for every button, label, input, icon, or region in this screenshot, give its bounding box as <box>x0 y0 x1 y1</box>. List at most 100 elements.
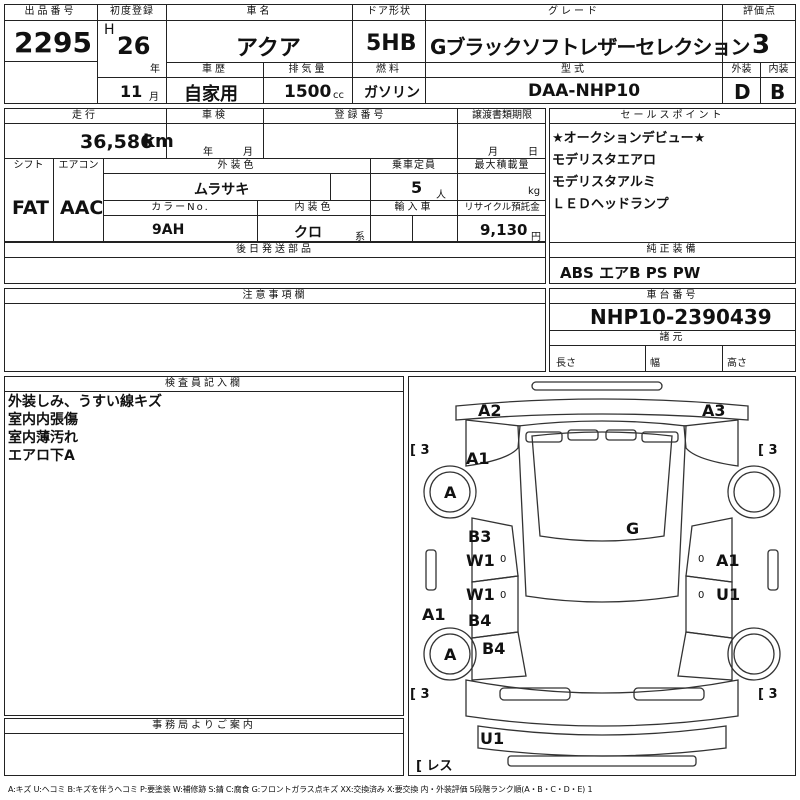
legend: A:キズ U:ヘコミ B:キズを伴うヘコミ P:要塗装 W:補修跡 S:錆 C:… <box>8 785 593 794</box>
mark-left-front-door-top: B3 <box>468 527 491 546</box>
inspector-note-2: 室内内張傷 <box>8 412 78 428</box>
tire-front-right: [ 3 <box>758 443 778 458</box>
capacity-label: 乗車定員 <box>392 160 436 171</box>
shift: FAT <box>12 197 49 219</box>
interior-score: B <box>770 80 786 104</box>
mark-rear-left-wheel: A <box>444 645 457 664</box>
sales-point-4: ＬＥＤヘッドランプ <box>552 197 669 212</box>
score-label: 評価点 <box>743 6 776 17</box>
mark-rear-bumper: U1 <box>480 729 504 748</box>
max-load-label: 最大積載量 <box>474 160 530 171</box>
door-type: 5HB <box>366 31 417 56</box>
model-code: DAA-NHP10 <box>528 81 641 101</box>
recycle: 9,130 <box>480 221 528 239</box>
inspector-note-4: エアロ下A <box>8 448 75 464</box>
spec-height-label: 高さ <box>727 358 747 369</box>
condition-diagram <box>408 376 796 776</box>
displacement: 1500 <box>284 82 332 102</box>
spec-length-label: 長さ <box>556 358 576 369</box>
shift-label: シフト <box>13 160 44 171</box>
door-label: ドア形状 <box>367 6 411 17</box>
spec-width-label: 幅 <box>650 358 660 369</box>
exterior-label: 外装 <box>731 64 752 75</box>
interior-label: 内装 <box>768 64 789 75</box>
sales-point-3: モデリスタアルミ <box>552 175 656 190</box>
door-zero-4: 0 <box>698 590 704 601</box>
mark-right-rear-door: U1 <box>716 585 740 604</box>
inspector-box <box>4 376 404 716</box>
reg-no-label: 登録番号 <box>334 110 387 121</box>
chassis-label: 車台番号 <box>646 290 699 301</box>
door-zero-3: 0 <box>698 554 704 565</box>
mark-left-rear-door-top: W1 <box>466 585 495 604</box>
mark-front-left-fender: A1 <box>466 449 490 468</box>
transfer-month-unit: 月 <box>488 147 498 158</box>
interior-color-unit: 系 <box>355 232 365 243</box>
history-label: 車歴 <box>202 64 228 75</box>
transfer-label: 譲渡書類期限 <box>472 110 532 121</box>
displacement-unit: cc <box>333 90 344 101</box>
sales-points-label: セールスポイント <box>620 110 725 121</box>
displacement-label: 排気量 <box>288 64 328 75</box>
mark-front-right-corner: A3 <box>702 401 726 420</box>
inspector-note-3: 室内薄汚れ <box>8 430 78 446</box>
first-reg-era: H <box>104 22 115 38</box>
car-name: アクア <box>236 36 301 61</box>
sales-point-1: ★オークションデビュー★ <box>552 131 706 146</box>
tire-rear-right: [ 3 <box>758 687 778 702</box>
mark-rear-left-fender: B4 <box>482 639 505 658</box>
first-reg-month: 11 <box>120 82 143 101</box>
equipment: ABS エアB PS PW <box>560 264 701 282</box>
inspection-label: 車検 <box>202 110 228 121</box>
first-reg-month-unit: 月 <box>149 92 159 103</box>
mileage: 36,586 <box>80 131 154 153</box>
inspection-month-unit: 月 <box>243 147 253 158</box>
tire-front-left: [ 3 <box>410 443 430 458</box>
office-label: 事務局よりご案内 <box>152 720 256 731</box>
color-no-label: カラーNo. <box>151 202 210 213</box>
first-reg-year: 26 <box>117 32 151 60</box>
capacity-unit: 人 <box>436 190 446 201</box>
tire-rear-left: [ 3 <box>410 687 430 702</box>
mark-left-rear-door-bottom: B4 <box>468 611 491 630</box>
recycle-unit: 円 <box>531 232 541 243</box>
color: ムラサキ <box>194 182 250 198</box>
door-zero-2: 0 <box>500 590 506 601</box>
color-no: 9AH <box>152 222 185 238</box>
later-parts <box>4 242 546 284</box>
mileage-label: 走行 <box>72 110 98 121</box>
inspection-year-unit: 年 <box>203 147 213 158</box>
notes-label: 注意事項欄 <box>242 290 308 301</box>
mark-front-left-corner: A2 <box>478 401 502 420</box>
aircon: AAC <box>60 197 104 219</box>
exterior-score: D <box>734 80 751 104</box>
mark-right-front-door: A1 <box>716 551 740 570</box>
aircon-label: エアコン <box>58 160 99 171</box>
mid-block <box>4 108 546 242</box>
later-parts-label: 後日発送部品 <box>236 244 314 255</box>
capacity: 5 <box>411 178 423 197</box>
mileage-unit: km <box>143 131 174 152</box>
sales-points <box>549 108 796 284</box>
color-label: 外装色 <box>217 160 257 171</box>
car-diagram-svg: A2 A3 A1 A G B3 W1 W1 B4 A1 A B4 A1 U1 U… <box>410 381 781 774</box>
office-box <box>4 718 404 776</box>
notes-box <box>4 288 546 372</box>
max-load-unit: kg <box>528 186 541 197</box>
fuel: ガソリン <box>364 85 420 101</box>
lot-label: 出品番号 <box>24 6 77 17</box>
interior-color-label: 内装色 <box>294 202 334 213</box>
first-reg-label: 初度登録 <box>110 6 154 17</box>
grade: Gブラックソフトレザーセレクション <box>430 35 750 59</box>
inspector-label: 検査員記入欄 <box>165 378 243 389</box>
sales-point-2: モデリスタエアロ <box>552 153 657 168</box>
first-reg-year-unit: 年 <box>150 64 160 75</box>
grade-label: グレード <box>548 6 600 17</box>
history: 自家用 <box>184 84 238 105</box>
mark-windshield: G <box>626 519 639 538</box>
mark-front-left-wheel: A <box>444 483 457 502</box>
lot-number: 2295 <box>14 26 92 59</box>
score-value: 3 <box>752 30 771 60</box>
chassis-number: NHP10-2390439 <box>590 305 772 329</box>
fuel-label: 燃料 <box>376 64 402 75</box>
